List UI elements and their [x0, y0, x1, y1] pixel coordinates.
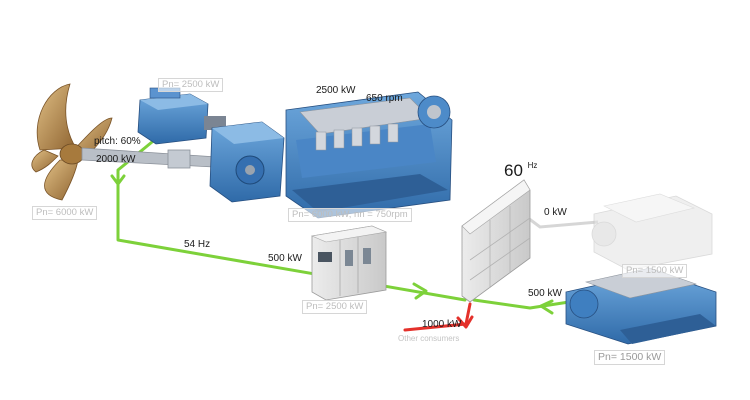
propeller-rating: Pn= 6000 kW [32, 206, 98, 220]
consumers-power-label: 1000 kW [422, 319, 462, 330]
converter-power-label: 500 kW [268, 253, 302, 264]
flow-arrows [110, 174, 554, 315]
main-switchboard [461, 179, 531, 303]
genset2-power-label: 500 kW [528, 288, 562, 299]
genset1-idle-line [527, 216, 599, 229]
shaft-power-label: 2000 kW [96, 154, 136, 165]
main-engine [285, 91, 453, 219]
shaft-generator [137, 87, 226, 145]
shaft-frequency-label: 54 Hz [184, 239, 211, 250]
frequency-converter [310, 225, 388, 301]
genset1-rating: Pn= 1500 kW [622, 264, 688, 278]
engine-speed-label: 650 rpm [366, 93, 403, 104]
genset-2 [565, 267, 717, 345]
main-engine-rating: Pn= 6000 kW, nn = 750rpm [288, 208, 412, 222]
genset2-rating: Pn= 1500 kW [594, 350, 666, 365]
pitch-label: pitch: 60% [94, 136, 141, 147]
consumer-flow [403, 302, 474, 332]
engine-power-label: 2500 kW [316, 85, 356, 96]
shaft-generator-rating: Pn= 2500 kW [158, 78, 224, 92]
bus-frequency-value: 60 [504, 161, 523, 180]
bus-frequency-label: 60 Hz [504, 161, 538, 180]
genset-1 [591, 193, 713, 271]
genset1-power-label: 0 kW [544, 207, 567, 218]
bus-frequency-unit: Hz [527, 161, 538, 170]
gearbox [209, 121, 285, 203]
converter-rating: Pn= 2500 kW [302, 300, 368, 314]
consumers-label: Other consumers [398, 334, 460, 343]
